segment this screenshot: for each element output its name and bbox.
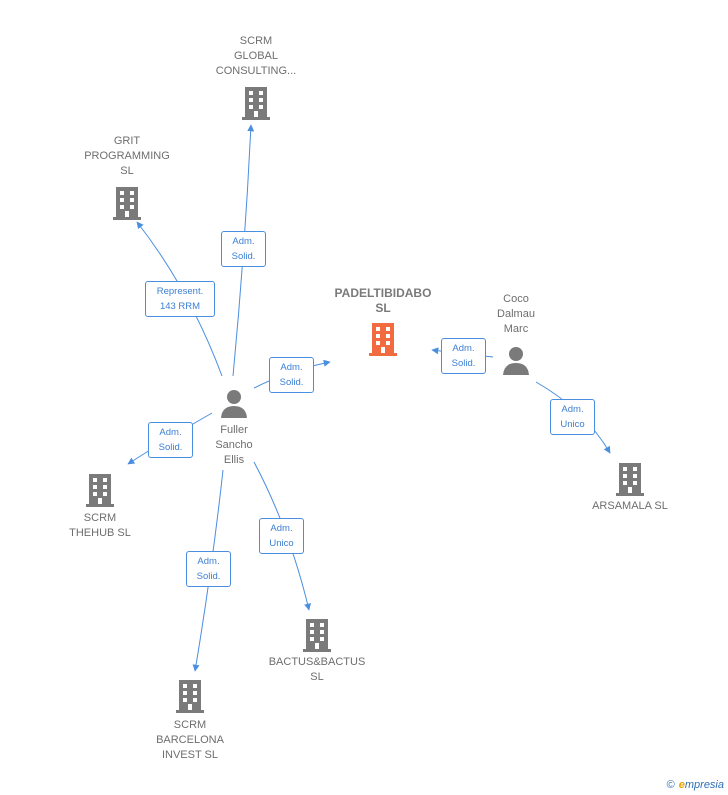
node-label: BACTUS&BACTUS SL <box>268 656 366 683</box>
node-padeltibidabo[interactable]: PADELTIBIDABO SL <box>313 286 453 357</box>
edge-label-fuller-scrm-thehub[interactable]: Adm. Solid. <box>148 422 193 458</box>
building-icon <box>303 619 331 652</box>
empresia-watermark: ©empresia <box>667 779 724 791</box>
node-arsamala[interactable]: ARSAMALA SL <box>578 461 682 514</box>
building-icon <box>616 463 644 496</box>
building-icon <box>86 474 114 507</box>
building-icon <box>242 87 270 120</box>
node-fuller-sancho-ellis[interactable]: Fuller Sancho Ellis <box>194 388 274 468</box>
node-label: SCRM BARCELONA INVEST SL <box>156 719 224 761</box>
edge-label-fuller-padeltibidabo[interactable]: Adm. Solid. <box>269 357 314 393</box>
node-label: SCRM GLOBAL CONSULTING... <box>215 35 297 77</box>
person-icon <box>221 390 247 418</box>
node-label: Coco Dalmau Marc <box>497 293 535 335</box>
node-bactus-bactus[interactable]: BACTUS&BACTUS SL <box>257 617 377 685</box>
edge-label-fuller-bactus[interactable]: Adm. Unico <box>259 518 304 554</box>
node-label: ARSAMALA SL <box>592 500 668 512</box>
copyright-symbol: © <box>666 779 675 791</box>
node-scrm-global-consulting[interactable]: SCRM GLOBAL CONSULTING... <box>196 34 316 121</box>
node-scrm-barcelona-invest[interactable]: SCRM BARCELONA INVEST SL <box>138 678 242 763</box>
building-icon <box>113 187 141 220</box>
brand-name: mpresia <box>684 779 724 791</box>
node-label: GRIT PROGRAMMING SL <box>84 135 170 177</box>
node-label: SCRM THEHUB SL <box>69 512 131 539</box>
person-icon <box>503 347 529 375</box>
node-label: Fuller Sancho Ellis <box>215 424 253 466</box>
node-coco-dalmau-marc[interactable]: Coco Dalmau Marc <box>476 292 556 375</box>
building-icon <box>176 680 204 713</box>
node-label: PADELTIBIDABO SL <box>334 286 432 315</box>
node-grit-programming[interactable]: GRIT PROGRAMMING SL <box>67 134 187 221</box>
edge-label-fuller-scrm-global[interactable]: Adm. Solid. <box>221 231 266 267</box>
node-scrm-thehub[interactable]: SCRM THEHUB SL <box>52 472 148 541</box>
edge-label-fuller-scrm-barcelona[interactable]: Adm. Solid. <box>186 551 231 587</box>
edge-label-coco-arsamala[interactable]: Adm. Unico <box>550 399 595 435</box>
building-icon <box>369 323 397 356</box>
brand-initial: e <box>678 779 685 791</box>
edge-label-coco-padeltibidabo[interactable]: Adm. Solid. <box>441 338 486 374</box>
edge-label-fuller-grit[interactable]: Represent. 143 RRM <box>145 281 215 317</box>
